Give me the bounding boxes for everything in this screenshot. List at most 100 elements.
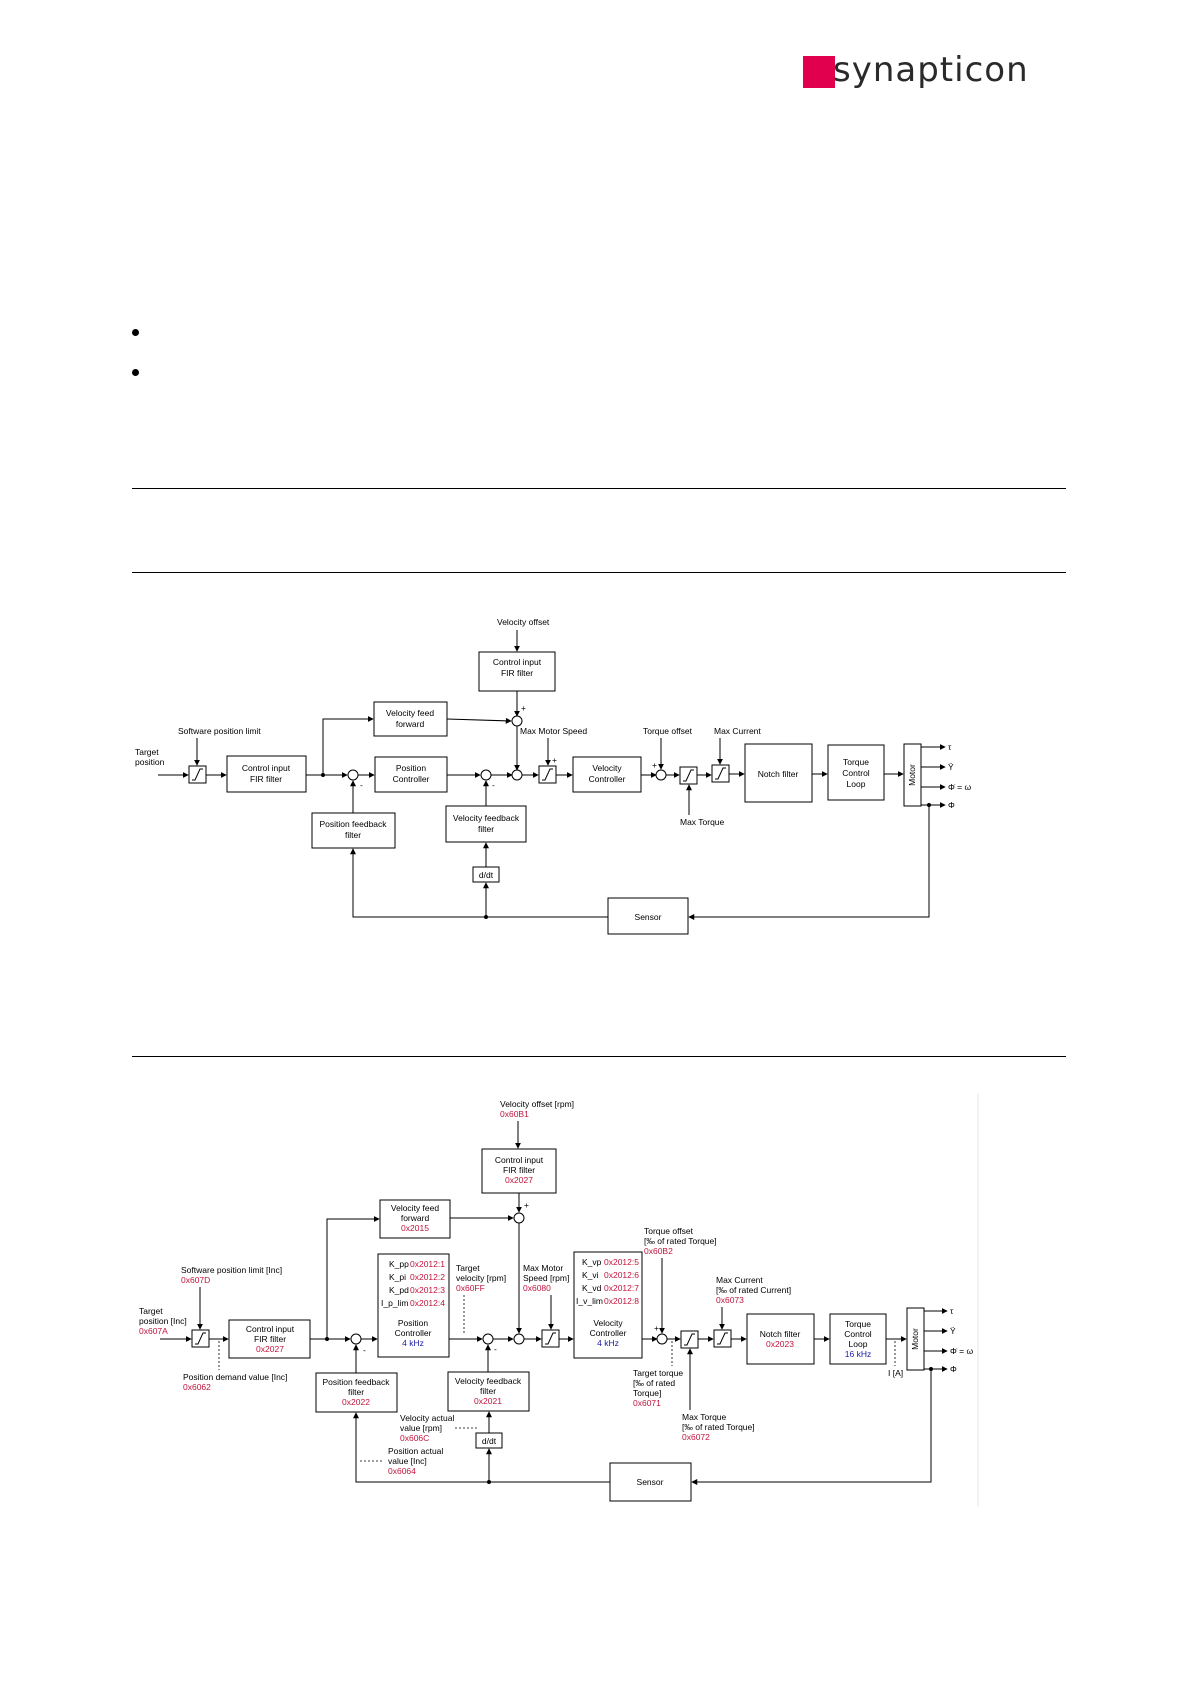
d1-velocity-ff-box	[373, 701, 448, 737]
bullet-1	[132, 329, 139, 336]
d2-swlimit-l1: Software position limit [Inc]	[181, 1265, 282, 1275]
d2-torqueoffset-l2: [‰ of rated Torque]	[644, 1236, 717, 1246]
d2-maxcurrent-l3: 0x6073	[716, 1295, 744, 1305]
d2-vg2-k: K_vd	[582, 1283, 602, 1293]
d1-firin-l1: Control input	[242, 763, 291, 773]
d2-fir-top-box	[481, 1148, 557, 1194]
d2-posfb-l3: 0x2022	[342, 1397, 370, 1407]
d2-sum-vel	[482, 1333, 494, 1345]
d1-sensor-label: Sensor	[635, 912, 662, 922]
d2-velactual-l2: value [rpm]	[400, 1423, 442, 1433]
d2-velocity-ff-box	[379, 1199, 451, 1239]
d2-veloffset-l1: Velocity offset [rpm]	[500, 1099, 574, 1109]
d2-tl-l2: Control	[844, 1329, 872, 1339]
d2-posctrl-l1: Position	[398, 1318, 429, 1328]
d2-vg0-k: K_vp	[582, 1257, 602, 1267]
d2-maxcurrent-l2: [‰ of rated Current]	[716, 1285, 791, 1295]
d2-pos-fb-box	[315, 1372, 398, 1413]
d1-target-l2: position	[135, 757, 165, 767]
d2-out-position: Φ	[950, 1364, 957, 1374]
d1-target-l1: Target	[135, 747, 159, 757]
d2-firin-l3: 0x2027	[256, 1344, 284, 1354]
d2-posdemand-l1: Position demand value [Inc]	[183, 1372, 287, 1382]
d1-motor-label: Motor	[907, 764, 917, 786]
d2-sensor-label: Sensor	[637, 1477, 664, 1487]
d2-posctrl-l2: Controller	[395, 1328, 432, 1338]
d2-motor-box	[906, 1307, 925, 1371]
d1-maxcurrent-label: Max Current	[714, 726, 761, 736]
d2-sum-ff	[513, 1333, 525, 1345]
d1-sum-pos	[347, 769, 359, 781]
d2-posctrl-l3: 4 kHz	[402, 1338, 424, 1348]
d2-firin-l2: FIR filter	[254, 1334, 286, 1344]
d2-pg1-k: K_pi	[389, 1272, 406, 1282]
d2-out-velocity: Φ̇ = ω	[950, 1346, 973, 1356]
d1-vff-l2: forward	[396, 719, 425, 729]
d1-sum-vel	[480, 769, 492, 781]
d2-vel-gains: K_vp 0x2012:5 K_vi 0x2012:6 K_vd 0x2012:…	[576, 1257, 639, 1306]
d2-vel-fb-box	[447, 1371, 530, 1412]
d2-ddt-label: d/dt	[482, 1436, 497, 1446]
d2-pg1-v: 0x2012:2	[410, 1272, 445, 1282]
d2-fir-in-box	[228, 1319, 311, 1359]
d1-motor-box	[903, 743, 922, 807]
d1-maxspeed-label: Max Motor Speed	[520, 726, 587, 736]
d2-maxtorque-l3: 0x6072	[682, 1432, 710, 1442]
d2-vg1-k: K_vi	[582, 1270, 599, 1280]
d1-pos-ctrl-box	[374, 756, 448, 793]
d1-out-torque: τ	[948, 742, 952, 752]
d1-fir-top-l2: FIR filter	[501, 668, 533, 678]
logo-mark	[803, 56, 835, 88]
d2-swlimit-l2: 0x607D	[181, 1275, 210, 1285]
d2-sumvel-minus: -	[494, 1344, 497, 1354]
d1-velfb-l1: Velocity feedback	[453, 813, 520, 823]
d2-firin-l1: Control input	[246, 1324, 295, 1334]
d2-firtop-l3: 0x2027	[505, 1175, 533, 1185]
d2-velfb-l2: filter	[480, 1386, 496, 1396]
d2-tl-l4: 16 kHz	[845, 1349, 871, 1359]
d2-firtop-l1: Control input	[495, 1155, 544, 1165]
d1-pos-fb-box	[311, 812, 396, 849]
d1-posctrl-l1: Position	[396, 763, 427, 773]
d1-sum-torque-plus: +	[652, 760, 657, 770]
d2-vff-l1: Velocity feed	[391, 1203, 439, 1213]
d2-tt-l4: 0x6071	[633, 1398, 661, 1408]
d2-sum-pos	[350, 1333, 362, 1345]
d2-firtop-l2: FIR filter	[503, 1165, 535, 1175]
d1-velctrl-l2: Controller	[589, 774, 626, 784]
d2-velfb-l3: 0x2021	[474, 1396, 502, 1406]
d2-posactual-l3: 0x6064	[388, 1466, 416, 1476]
d1-out-position: Φ	[948, 800, 955, 810]
d2-vff-l3: 0x2015	[401, 1223, 429, 1233]
d1-velocity-offset-label: Velocity offset	[497, 617, 550, 627]
d2-vg3-v: 0x2012:8	[604, 1296, 639, 1306]
d1-maxtorque-label: Max Torque	[680, 817, 725, 827]
d2-tt-l2: [‰ of rated	[633, 1378, 675, 1388]
d1-out-velocity: Φ̇ = ω	[948, 782, 971, 792]
d1-swlimit-label: Software position limit	[178, 726, 261, 736]
d2-maxspeed-l2: Speed [rpm]	[523, 1273, 569, 1283]
bullet-2	[132, 369, 139, 376]
d2-pg2-k: K_pd	[389, 1285, 409, 1295]
d2-motor-label: Motor	[910, 1328, 920, 1350]
d1-sum-pos-minus: -	[360, 780, 363, 790]
d2-tt-l1: Target torque	[633, 1368, 683, 1378]
d2-sum-torque	[656, 1333, 668, 1345]
d2-pg0-k: K_pp	[389, 1259, 409, 1269]
d2-velfb-l1: Velocity feedback	[455, 1376, 522, 1386]
d1-ddt-label: d/dt	[479, 870, 494, 880]
d2-tl-l1: Torque	[845, 1319, 871, 1329]
d2-tv-l3: 0x60FF	[456, 1283, 485, 1293]
d2-veloffset-l2: 0x60B1	[500, 1109, 529, 1119]
d1-fir-top-l1: Control input	[493, 657, 542, 667]
d2-vel-ctrl-box	[573, 1251, 643, 1359]
d1-posfb-l1: Position feedback	[319, 819, 387, 829]
d2-out-torque: τ	[950, 1306, 954, 1316]
d1-out-accel: Ϋ	[948, 762, 954, 772]
d1-sum-ff	[511, 769, 523, 781]
d1-posctrl-l2: Controller	[393, 774, 430, 784]
d1-tl-l3: Loop	[847, 779, 866, 789]
d1-sum-top-plus: +	[521, 703, 526, 713]
d2-posdemand-l2: 0x6062	[183, 1382, 211, 1392]
